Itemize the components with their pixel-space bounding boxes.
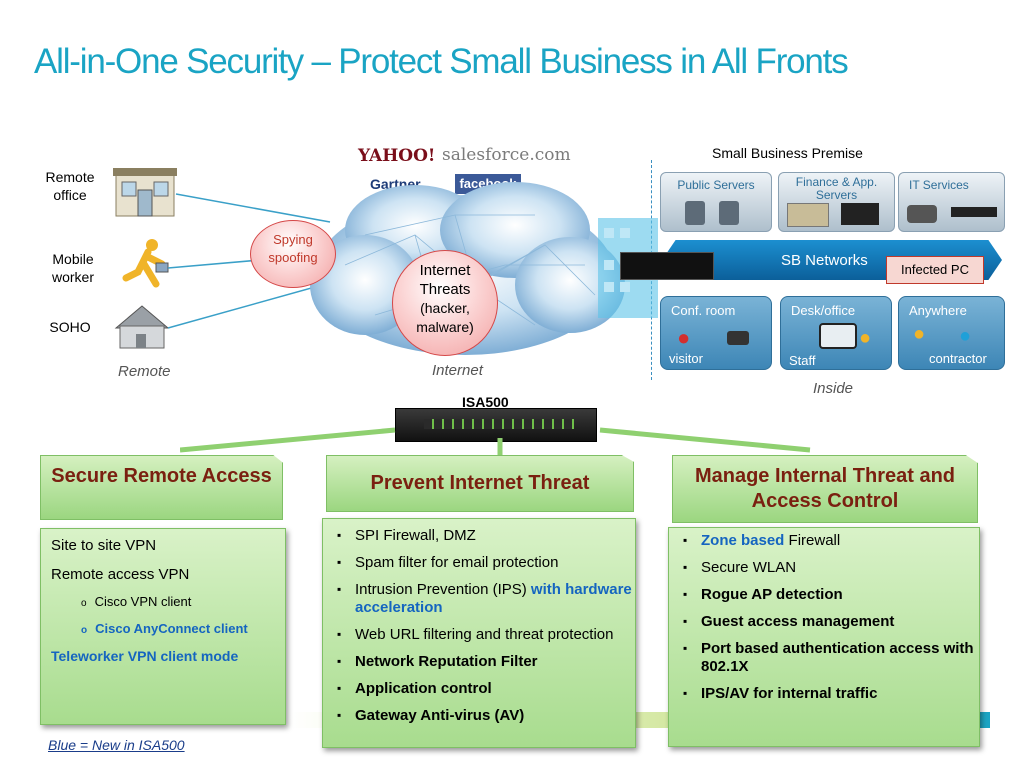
threat-item-5: Network Reputation Filter	[337, 652, 635, 671]
nas-icon	[951, 207, 997, 217]
footnote: Blue = New in ISA500	[48, 737, 185, 753]
spying-bubble: Spying spoofing	[250, 220, 336, 288]
network-hub-icon	[819, 323, 857, 349]
remote-group-label: Remote	[118, 363, 171, 380]
internet-threat-panel: SPI Firewall, DMZ Spam filter for email …	[322, 518, 636, 748]
premise-title: Small Business Premise	[712, 145, 863, 161]
slide-title: All-in-One Security – Protect Small Busi…	[34, 42, 849, 81]
inside-label: Inside	[813, 380, 854, 397]
internal-threat-panel: Zone based Firewall Secure WLAN Rogue AP…	[668, 527, 980, 747]
remote-item-2: Remote access VPN	[51, 566, 190, 583]
file-server-icon	[787, 203, 829, 227]
mail-server-icon	[719, 201, 739, 225]
mobile-worker-icon	[122, 239, 169, 288]
threats-detail: (hacker, malware)	[416, 300, 474, 335]
finance-servers-label: Finance & App. Servers	[795, 175, 878, 202]
it-services-box: IT Services	[898, 172, 1005, 232]
isa500-ports	[424, 419, 574, 429]
guest-person-icon: ●	[959, 325, 972, 347]
internet-label: Internet	[432, 362, 483, 379]
conf-room-box: Conf. room ● visitor	[660, 296, 772, 370]
internal-item-1: Zone based Firewall	[683, 531, 979, 550]
phone-icon	[727, 331, 749, 345]
mobile-worker-label: Mobile worker	[51, 251, 94, 285]
public-servers-label: Public Servers	[677, 178, 755, 192]
internet-threat-title: Prevent Internet Threat	[370, 472, 590, 494]
remote-access-title: Secure Remote Access	[51, 465, 272, 487]
staff-person-icon: ●	[859, 327, 872, 349]
remote-icons-svg	[113, 168, 619, 349]
internet-threat-header: Prevent Internet Threat	[326, 455, 634, 512]
internal-threat-header: Manage Internal Threat and Access Contro…	[672, 455, 978, 523]
spying-text: Spying spoofing	[268, 232, 318, 265]
threat-item-7: Gateway Anti-virus (AV)	[337, 706, 635, 725]
yahoo-logo: YAHOO!	[358, 146, 436, 166]
isa500-device-icon	[395, 408, 597, 442]
anywhere-box: Anywhere ● ● contractor	[898, 296, 1005, 370]
camera-icon	[907, 205, 937, 223]
remote-office-label: Remote office	[45, 169, 95, 203]
threats-title: Internet Threats	[419, 262, 471, 298]
internal-item-2: Secure WLAN	[683, 558, 979, 577]
building-icon	[113, 168, 177, 217]
contractor-person-icon: ●	[913, 323, 926, 345]
threat-item-1: SPI Firewall, DMZ	[337, 526, 635, 545]
visitor-label: visitor	[669, 351, 703, 366]
remote-access-header: Secure Remote Access	[40, 455, 283, 520]
threat-item-4: Web URL filtering and threat protection	[337, 625, 635, 644]
public-servers-box: Public Servers	[660, 172, 772, 232]
desk-office-label: Desk/office	[791, 303, 856, 318]
infected-pc-label: Infected PC	[886, 256, 984, 284]
house-icon	[114, 305, 170, 349]
internal-item-5: Port based authentication access with 80…	[683, 639, 979, 676]
conf-room-label: Conf. room	[671, 303, 736, 318]
visitor-person-icon: ●	[677, 325, 691, 350]
staff-label: Staff	[789, 353, 816, 368]
it-services-label: IT Services	[909, 178, 969, 192]
remote-item-1: Site to site VPN	[51, 537, 157, 554]
internal-item-6: IPS/AV for internal traffic	[683, 684, 979, 703]
app-server-icon	[841, 203, 879, 225]
internal-threat-title: Manage Internal Threat and Access Contro…	[694, 465, 956, 512]
sb-networks-label: SB Networks	[781, 252, 868, 269]
isa500-device-small	[620, 252, 714, 280]
isa500-label: ISA500	[462, 394, 509, 410]
anywhere-label: Anywhere	[909, 303, 967, 318]
threat-item-2: Spam filter for email protection	[337, 553, 635, 572]
contractor-label: contractor	[929, 351, 987, 366]
remote-item-5: Teleworker VPN client mode	[51, 648, 239, 664]
isa500-connector-lines	[180, 427, 811, 456]
internal-item-3: Rogue AP detection	[683, 585, 979, 604]
soho-label: SOHO	[49, 319, 91, 335]
finance-servers-box: Finance & App. Servers	[778, 172, 895, 232]
internet-threats-bubble: Internet Threats (hacker, malware)	[392, 250, 498, 356]
server-icon	[685, 201, 705, 225]
internal-item-4: Guest access management	[683, 612, 979, 631]
salesforce-logo: salesforce.com	[442, 145, 571, 165]
threat-item-6: Application control	[337, 679, 635, 698]
desk-office-box: Desk/office ● Staff	[780, 296, 892, 370]
threat-item-3: Intrusion Prevention (IPS) with hardware…	[337, 580, 635, 617]
